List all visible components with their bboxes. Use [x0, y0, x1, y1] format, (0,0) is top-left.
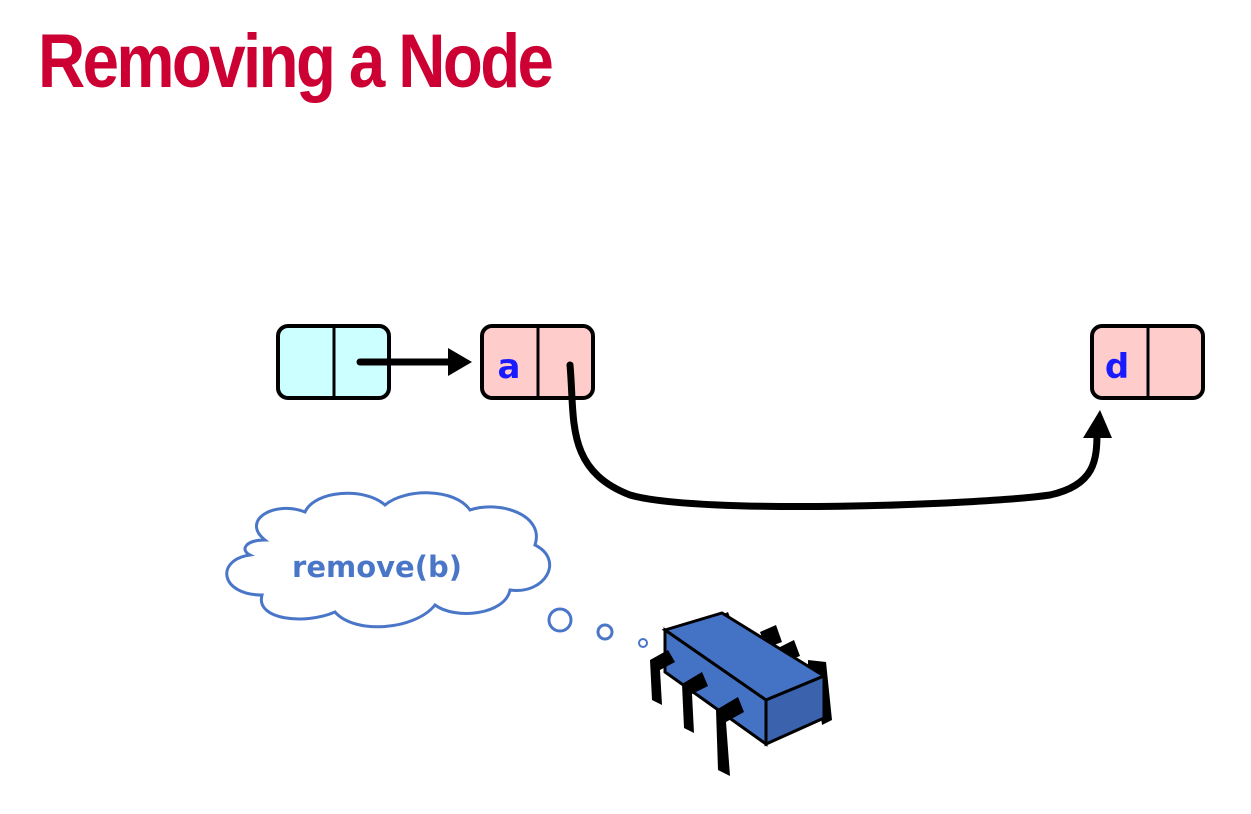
list-node-a: a [480, 324, 595, 400]
processor-chip-icon [650, 611, 832, 776]
thought-cloud-icon: remove(b) [225, 491, 648, 648]
node-d-label: d [1105, 347, 1129, 387]
node-a-label: a [498, 347, 521, 387]
list-node-d: d [1090, 324, 1205, 400]
pointer-head-to-a [356, 348, 472, 376]
pointer-a-to-d [566, 361, 1112, 511]
thought-text: remove(b) [292, 550, 462, 584]
slide-title: Removing a Node [38, 19, 554, 104]
